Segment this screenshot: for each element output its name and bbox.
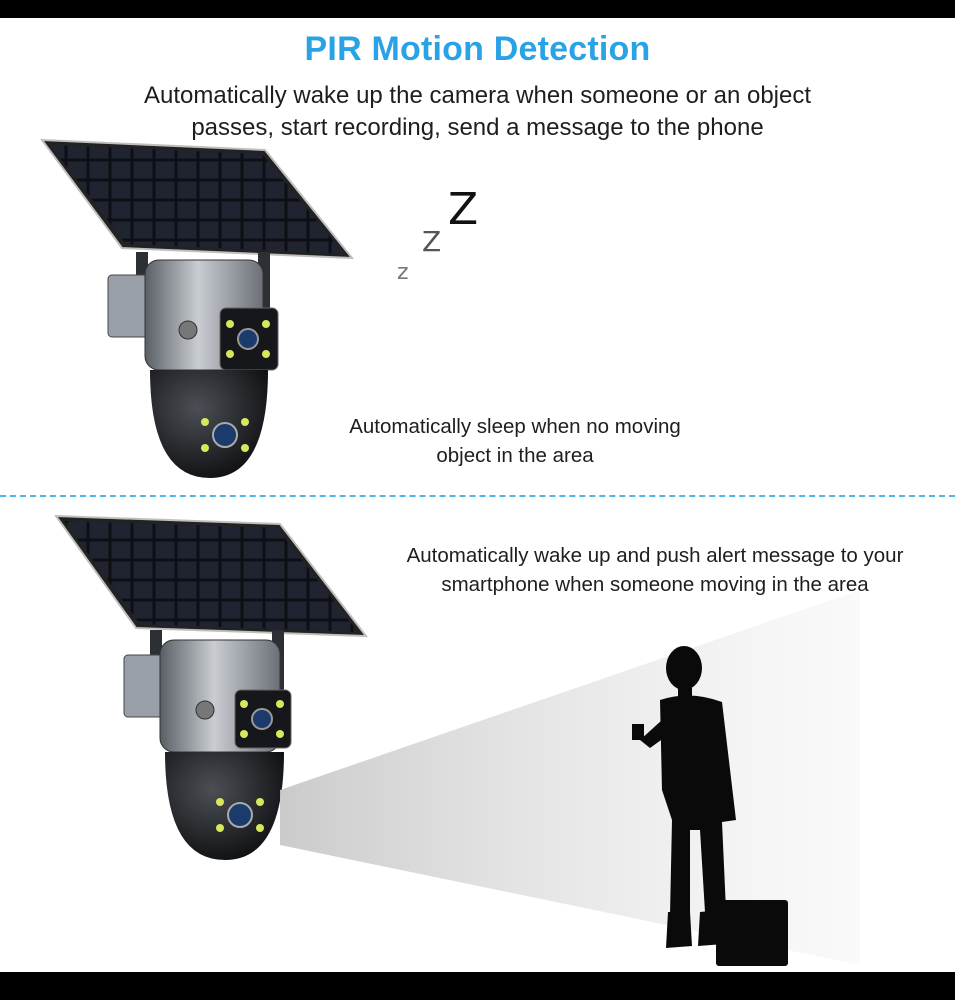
section-divider (0, 495, 955, 497)
page-subtitle: Automatically wake up the camera when so… (143, 82, 812, 141)
sleep-z-medium: Z (422, 225, 442, 258)
solar-camera-icon-awake (54, 514, 369, 860)
wake-caption: Automatically wake up and push alert mes… (406, 544, 904, 596)
sleep-z-small: z (397, 260, 409, 285)
person-silhouette-icon (632, 646, 788, 966)
sleep-caption: Automatically sleep when no moving objec… (349, 415, 681, 467)
top-black-bar (0, 0, 955, 18)
sleep-z-large: Z (448, 184, 479, 235)
page-title: PIR Motion Detection (304, 30, 651, 68)
bottom-black-bar (0, 972, 955, 1000)
solar-camera-icon (39, 138, 355, 478)
